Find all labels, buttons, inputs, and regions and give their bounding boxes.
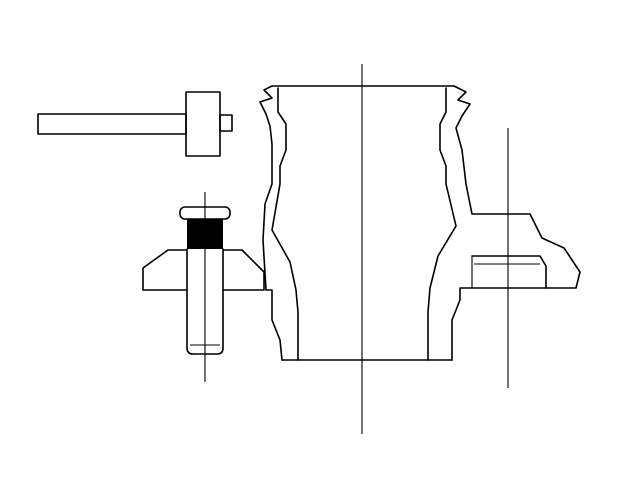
drift-tool xyxy=(37,91,233,157)
drift-shaft xyxy=(37,113,187,135)
drift-head xyxy=(185,91,221,157)
flange-left-inner xyxy=(222,249,265,291)
flange-right-step xyxy=(471,255,547,289)
wheel-flange-left xyxy=(142,249,265,291)
hub-outer-right xyxy=(451,85,581,361)
flange-left-outer xyxy=(142,249,188,291)
hub-bore-left xyxy=(271,87,299,361)
drift-tip xyxy=(219,114,233,132)
stud-shank xyxy=(186,248,224,355)
stud-knurl xyxy=(187,219,223,249)
hub-outer-left xyxy=(259,85,283,361)
hub-bore-right xyxy=(427,87,457,361)
stud-bolt xyxy=(179,192,231,382)
hub-body xyxy=(259,85,581,361)
